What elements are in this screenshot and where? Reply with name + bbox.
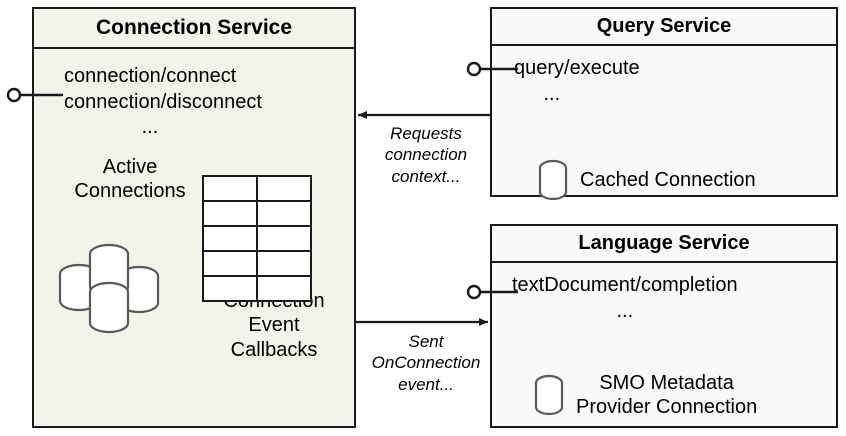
edge-label-sent-onconnection-event: Sent OnConnection event...	[371, 332, 481, 394]
query-service-resource: Cached Connection	[538, 159, 756, 201]
endpoint-textdocument-completion: textDocument/completion	[512, 274, 738, 296]
endpoint-query-execute: query/execute	[514, 57, 640, 79]
smo-metadata-provider-connection-label: SMO Metadata Provider Connection	[576, 372, 758, 418]
edge-label-requests-connection-context: Requests connection context...	[384, 124, 468, 186]
language-service-resource: SMO Metadata Provider Connection	[534, 371, 757, 419]
query-service-endpoint-list: query/execute ...	[514, 56, 640, 107]
endpoint-ellipsis: ...	[141, 116, 159, 139]
connection-event-callbacks-label: Connection Event Callbacks	[223, 290, 325, 361]
language-service-body: textDocument/completion ... SMO Metadata…	[492, 263, 836, 426]
endpoint-ellipsis: ...	[543, 82, 561, 105]
language-service-endpoint-list: textDocument/completion ...	[512, 273, 738, 324]
component-connection-service[interactable]: Connection Service connection/connect co…	[32, 7, 356, 428]
component-language-service[interactable]: Language Service textDocument/completion…	[490, 224, 838, 428]
connection-service-body: connection/connect connection/disconnect…	[34, 49, 354, 426]
connection-service-title: Connection Service	[34, 9, 354, 49]
endpoint-ellipsis: ...	[616, 299, 634, 322]
query-service-body: query/execute ... Cached Connection	[492, 46, 836, 201]
component-query-service[interactable]: Query Service query/execute ... Cached C…	[490, 7, 838, 201]
language-service-title: Language Service	[492, 226, 836, 263]
active-connections-label: Active Connections	[74, 156, 186, 203]
query-service-title: Query Service	[492, 9, 836, 46]
endpoint-connection-disconnect: connection/disconnect	[64, 90, 262, 113]
database-cylinder-icon	[538, 159, 568, 201]
cached-connection-label: Cached Connection	[580, 169, 756, 191]
endpoint-connection-connect: connection/connect	[64, 65, 237, 87]
connection-service-endpoint-list: connection/connect connection/disconnect…	[64, 64, 262, 141]
database-cylinder-icon	[534, 374, 564, 416]
